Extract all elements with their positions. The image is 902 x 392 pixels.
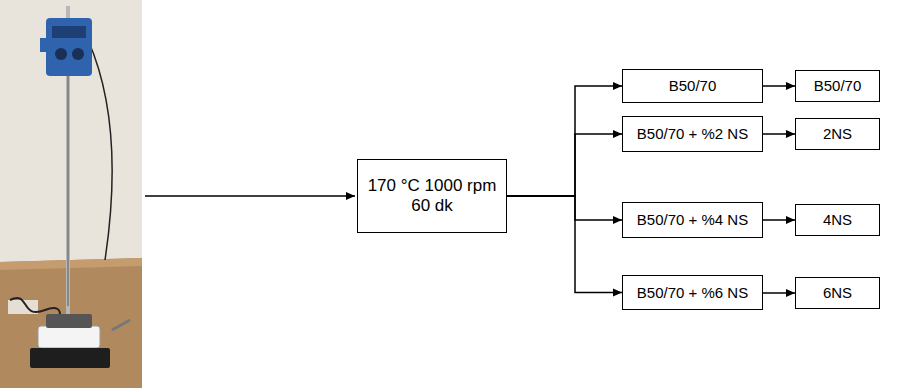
process-box: 170 °C 1000 rpm 60 dk: [357, 159, 507, 233]
knob: [72, 48, 84, 60]
flow-arrow: [507, 196, 622, 220]
mix-box: B50/70 + %2 NS: [622, 116, 763, 152]
mix-box: B50/70: [622, 69, 763, 103]
box-label: 170 °C 1000 rpm 60 dk: [364, 176, 500, 217]
box-label: 2NS: [823, 125, 852, 143]
sample-box: 2NS: [795, 118, 880, 150]
display: [52, 26, 86, 38]
sample-box: B50/70: [795, 70, 880, 102]
flow-arrow: [763, 133, 795, 135]
shaft: [67, 76, 69, 306]
box-label: B50/70: [669, 77, 717, 95]
tool: [112, 320, 130, 330]
mix-box: B50/70 + %4 NS: [622, 202, 763, 238]
flow-arrow: [763, 219, 795, 221]
stand-base: [30, 348, 110, 368]
flow-arrow: [763, 85, 795, 87]
box-label: B50/70 + %2 NS: [637, 125, 748, 143]
table-edge: [0, 258, 142, 270]
input-arrow: [145, 195, 355, 197]
box-label: B50/70: [814, 77, 862, 95]
flow-arrow: [507, 134, 622, 196]
plate-top: [46, 314, 92, 328]
flow-arrow: [763, 292, 795, 294]
mix-box: B50/70 + %6 NS: [622, 275, 763, 310]
box-label: 4NS: [823, 211, 852, 229]
clamp: [40, 38, 48, 52]
knob: [55, 48, 67, 60]
flow-arrow: [507, 196, 622, 293]
box-label: B50/70 + %6 NS: [637, 284, 748, 302]
flow-arrow: [507, 86, 622, 196]
box-label: 6NS: [823, 284, 852, 302]
box-label: B50/70 + %4 NS: [637, 211, 748, 229]
wall: [0, 0, 142, 388]
motor-head: [46, 18, 92, 76]
hot-plate: [38, 326, 100, 348]
sample-box: 4NS: [795, 204, 880, 236]
table: [0, 258, 142, 388]
sample-box: 6NS: [795, 277, 880, 309]
